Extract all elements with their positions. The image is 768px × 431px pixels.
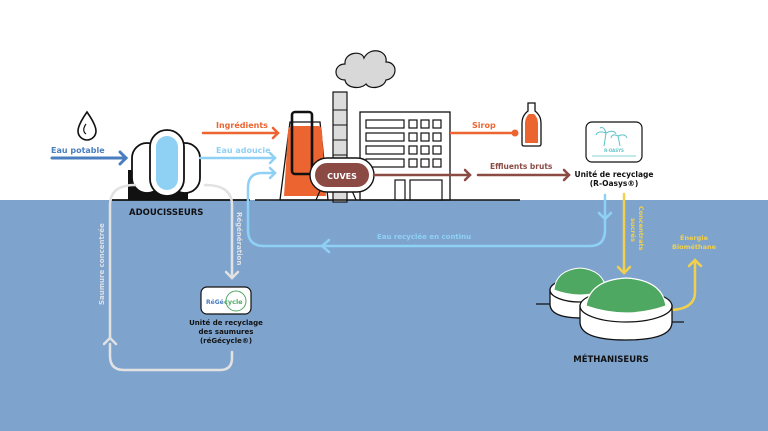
regecycle-label-line2: des saumures	[199, 328, 254, 336]
concentrats-label-line1: Concentrats	[637, 206, 645, 251]
ingredients-arrow	[201, 126, 280, 140]
concentrats-arrow	[616, 192, 632, 275]
water-drop-icon	[77, 110, 97, 141]
palm-tree-icon	[595, 127, 628, 147]
energie-label-line2: Biométhane	[672, 243, 717, 251]
methaniseurs-illustration	[536, 267, 684, 341]
adoucisseurs-label: ADOUCISSEURS	[129, 208, 203, 218]
eau-adoucie-arrow	[198, 151, 277, 165]
eau-recyclee-loop-line	[246, 166, 613, 254]
regeneration-label: Régénération	[235, 212, 243, 265]
regecycle-label-line1: Unité de recyclage	[189, 319, 263, 327]
regecycle-label-line3: (réGécycle®)	[200, 337, 252, 345]
energie-label-line1: Énergie	[680, 233, 709, 242]
regecycle-logo: RéGé cycle	[200, 286, 252, 315]
sirop-line	[450, 129, 519, 137]
concentrats-label-line2: sucrés	[629, 218, 637, 242]
energie-arrow	[666, 258, 703, 312]
r-oasys-label-line2: (R-Oasys®)	[590, 179, 639, 188]
saumure-loop-line	[102, 183, 240, 372]
svg-text:cycle: cycle	[224, 298, 243, 306]
recycle-icon	[225, 290, 247, 312]
svg-text:RéGé: RéGé	[206, 299, 224, 306]
smoke-cloud-icon	[335, 50, 396, 89]
bottle-icon	[521, 102, 542, 147]
eau-potable-label: Eau potable	[51, 146, 105, 155]
cuves-label: CUVES	[327, 172, 357, 181]
effluents-bruts-label: Effluents bruts	[490, 162, 553, 171]
sirop-label: Sirop	[472, 121, 496, 130]
factory-illustration	[255, 50, 520, 203]
ingredients-label: Ingrédients	[216, 120, 268, 130]
methaniseurs-label: MÉTHANISEURS	[573, 353, 649, 365]
eau-recyclee-label: Eau recyclée en continu	[377, 233, 471, 241]
svg-text:R-OASYS: R-OASYS	[604, 148, 624, 153]
r-oasys-label-line1: Unité de recyclage	[574, 170, 653, 179]
saumure-concentree-label: Saumure concentrée	[98, 223, 106, 305]
eau-potable-arrow	[50, 150, 129, 166]
softeners-illustration	[112, 129, 250, 201]
effluents-arrow	[372, 168, 571, 182]
eau-adoucie-label: Eau adoucie	[216, 146, 271, 155]
r-oasys-logo: R-OASYS	[585, 121, 643, 163]
